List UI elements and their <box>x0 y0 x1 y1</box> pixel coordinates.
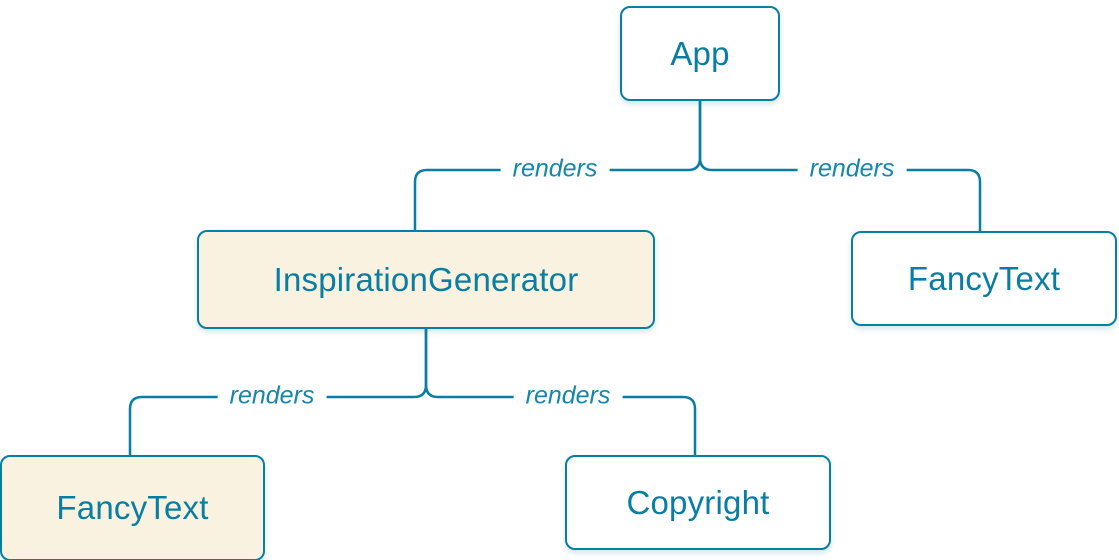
node-fancy-text-bottom: FancyText <box>0 455 265 560</box>
node-app-label: App <box>670 34 730 72</box>
edge-label-renders-app-fancytext: renders <box>797 155 907 183</box>
node-copyright-label: Copyright <box>626 483 770 521</box>
edge-label-renders-app-inspiration: renders <box>500 155 610 183</box>
node-copyright: Copyright <box>565 455 831 550</box>
node-inspiration-generator: InspirationGenerator <box>197 230 655 329</box>
edge-label-renders-inspiration-copyright: renders <box>513 382 623 410</box>
node-inspiration-generator-label: InspirationGenerator <box>273 260 579 298</box>
node-fancy-text-top-label: FancyText <box>907 259 1061 297</box>
edge-label-renders-inspiration-fancytext: renders <box>217 382 327 410</box>
node-app: App <box>620 6 780 101</box>
node-fancy-text-bottom-label: FancyText <box>56 489 209 526</box>
node-fancy-text-top: FancyText <box>851 231 1117 326</box>
